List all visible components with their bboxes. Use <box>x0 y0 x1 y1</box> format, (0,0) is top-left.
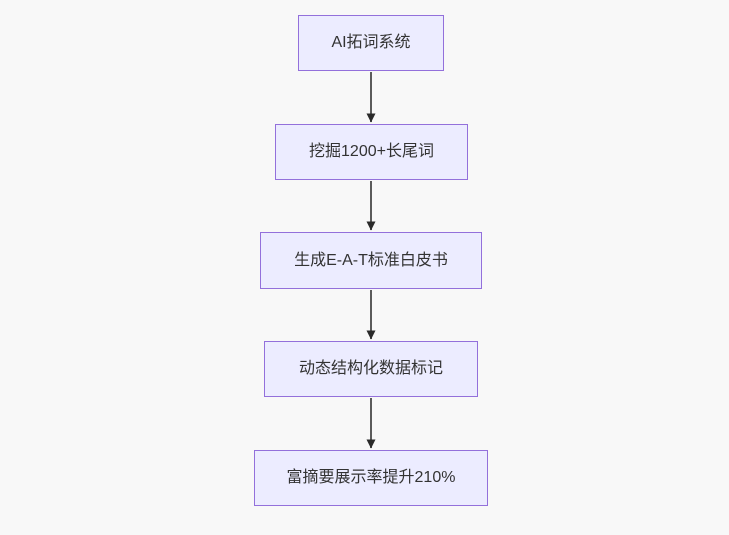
flow-node-label: 富摘要展示率提升210% <box>286 469 456 486</box>
flow-node-ai-keyword-system: AI拓词系统 <box>298 15 444 71</box>
flow-node-label: AI拓词系统 <box>331 34 411 51</box>
flow-node-structured-data-markup: 动态结构化数据标记 <box>264 341 478 397</box>
flow-node-label: 动态结构化数据标记 <box>298 360 443 377</box>
flow-node-label: 生成E-A-T标准白皮书 <box>294 251 448 269</box>
flow-node-longtail-mining: 挖掘1200+长尾词 <box>275 124 468 180</box>
flow-node-rich-snippet-uplift: 富摘要展示率提升210% <box>254 450 488 506</box>
flow-node-eat-whitepaper: 生成E-A-T标准白皮书 <box>260 232 482 289</box>
flow-node-label: 挖掘1200+长尾词 <box>309 143 434 160</box>
